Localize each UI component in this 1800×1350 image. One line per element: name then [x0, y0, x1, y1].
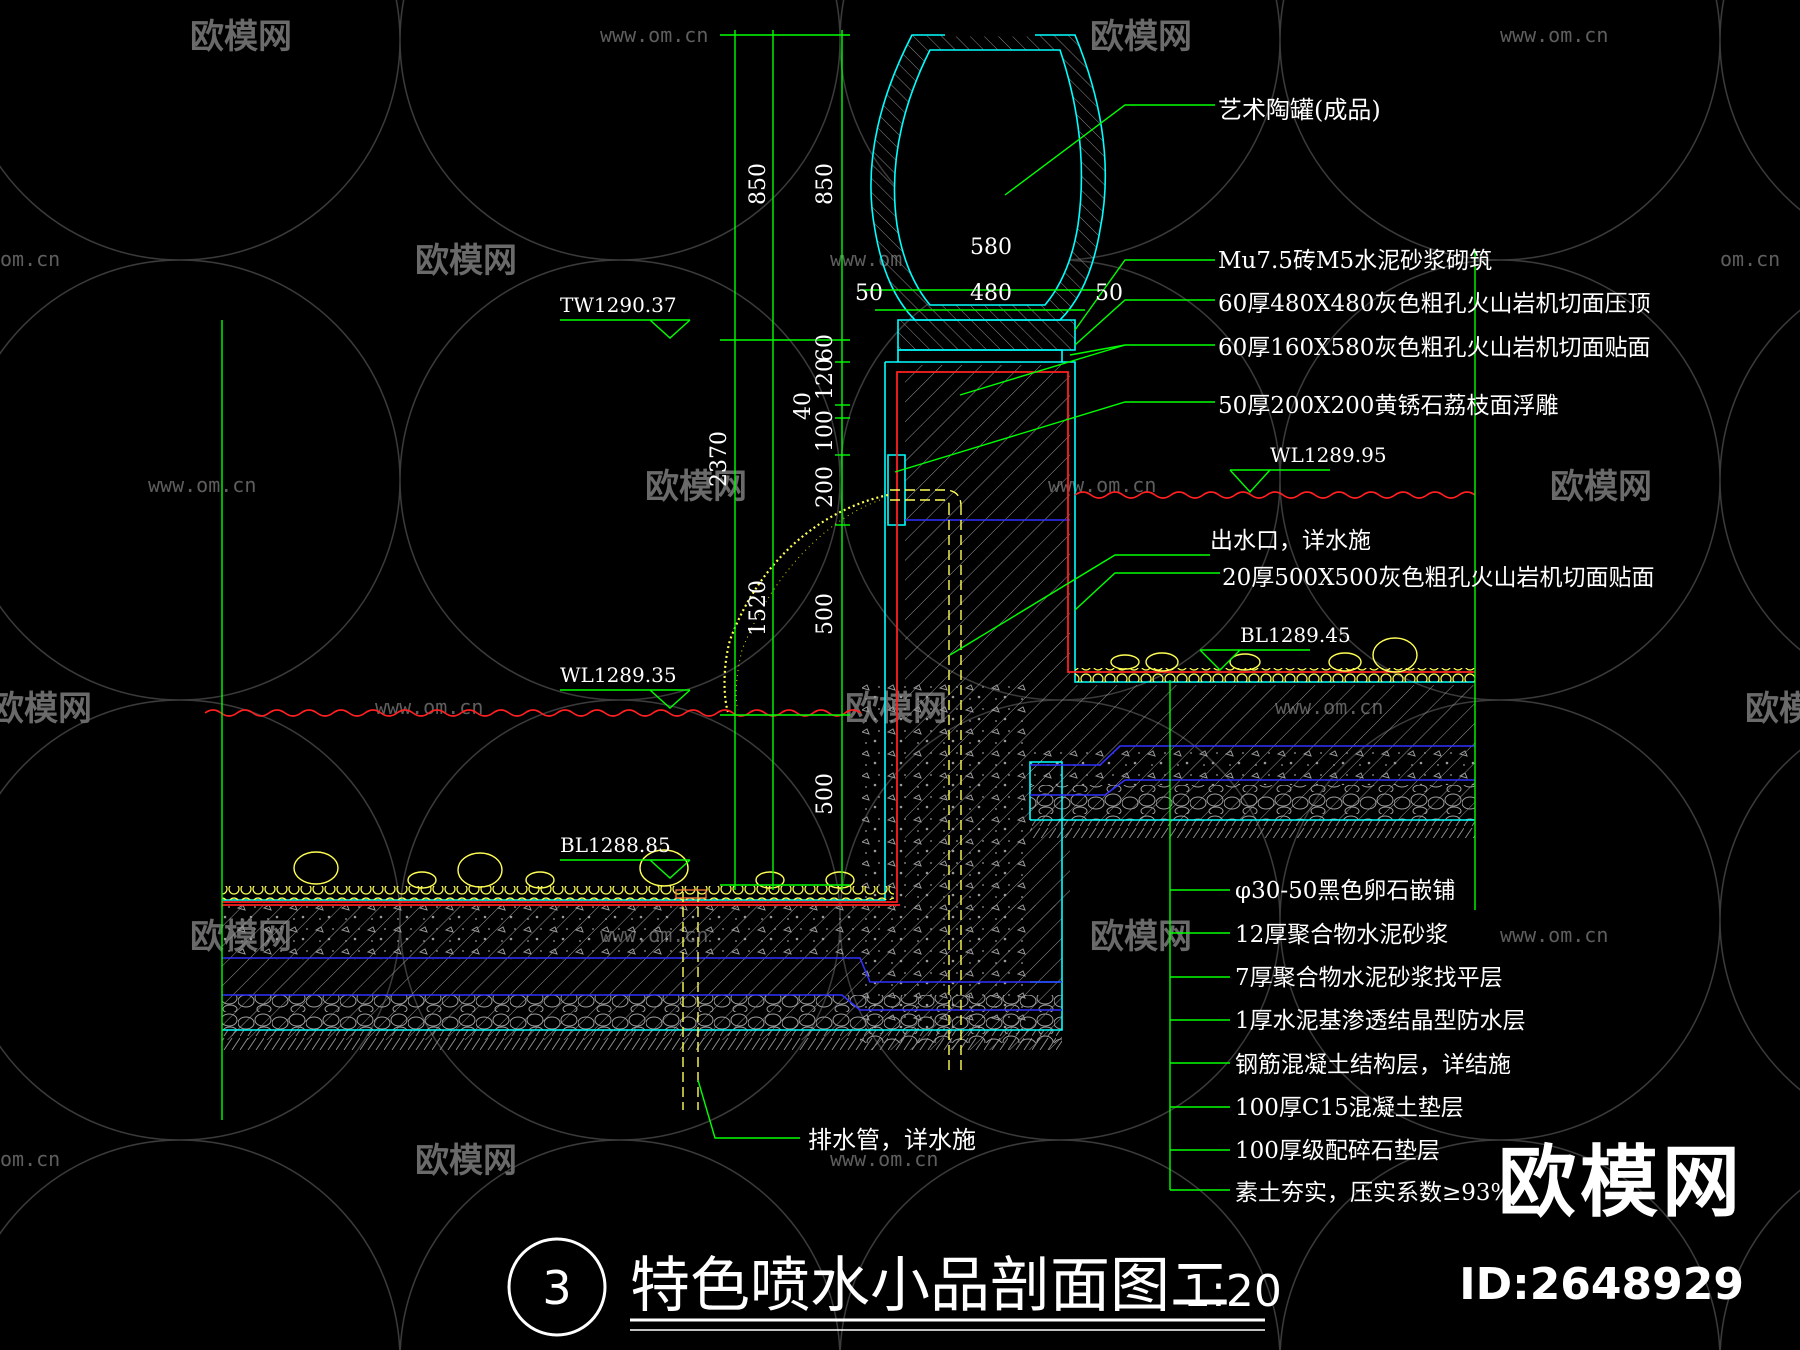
drawing-number: 3	[542, 1261, 571, 1315]
callout-brick: Mu7.5砖M5水泥砂浆砌筑	[1218, 248, 1492, 274]
upper-basin-concrete	[1030, 745, 1475, 785]
dimension-lines	[221, 30, 1476, 1191]
callout-jar: 艺术陶罐(成品)	[1218, 96, 1381, 124]
layer-item: φ30-50黑色卵石嵌铺	[1235, 878, 1455, 904]
dim-580: 580	[970, 235, 1012, 260]
elev-wl-high: WL1289.95	[1270, 443, 1387, 467]
watermark-url: www.om.cn	[830, 1147, 938, 1171]
callout-face-top: 60厚160X580灰色粗孔火山岩机切面贴面	[1218, 335, 1650, 361]
watermark-brand: 欧模网	[415, 241, 517, 281]
callout-outlet: 出水口，详水施	[1210, 528, 1371, 554]
watermark-brand: 欧模网	[645, 467, 747, 507]
section-structure	[204, 33, 1476, 1110]
watermark-brand: 欧模网	[1745, 689, 1800, 729]
dim-50-right: 50	[1095, 281, 1123, 306]
layer-item: 素土夯实，压实系数≥93%	[1235, 1180, 1512, 1206]
pebble-row-lower	[222, 886, 894, 900]
watermark-url: www.om.cn	[1500, 23, 1608, 47]
dim-500-lower: 500	[813, 773, 838, 815]
pebble-row-upper	[1075, 668, 1475, 682]
dim-500-upper: 500	[813, 593, 838, 635]
dim-120: 120	[813, 358, 838, 400]
watermark-brand: 欧模网	[415, 1141, 517, 1181]
watermark-url: om.cn	[0, 1147, 60, 1171]
dim-60: 60	[813, 334, 838, 362]
layer-item: 12厚聚合物水泥砂浆	[1235, 922, 1448, 948]
callout-drain: 排水管，详水施	[808, 1126, 976, 1154]
callout-face-wall: 20厚500X500灰色粗孔火山岩机切面贴面	[1222, 565, 1654, 591]
lower-basin-concrete	[222, 905, 862, 960]
lower-basin-gravel	[222, 995, 860, 1030]
drawing-number-circle	[507, 1237, 607, 1337]
title-block: 3 特色喷水小品剖面图二 1:20	[507, 1237, 1282, 1337]
watermark-url: www.om.cn	[148, 473, 256, 497]
watermark-brand: 欧模网	[190, 17, 292, 57]
dim-200: 200	[813, 466, 838, 508]
upper-basin-gravel	[1030, 785, 1475, 820]
watermark-url: www.om.cn	[1500, 923, 1608, 947]
layer-item: 7厚聚合物水泥砂浆找平层	[1235, 965, 1503, 991]
elev-tw: TW1290.37	[560, 293, 677, 317]
dim-480: 480	[970, 281, 1012, 306]
dim-100: 100	[813, 410, 838, 452]
dim-lower-height: 1520	[746, 580, 771, 636]
drawing-scale: 1:20	[1183, 1266, 1282, 1317]
drain-pipe	[682, 892, 699, 1110]
watermark-brand: 欧模网	[1090, 17, 1192, 57]
dimension-texts: 850 850 2370 1520 60 120 40 100 200 500 …	[707, 163, 1123, 815]
dim-40: 40	[791, 392, 816, 420]
watermark-url: om.cn	[1720, 247, 1780, 271]
watermark-brand: 欧模网	[0, 689, 92, 729]
drawing-title: 特色喷水小品剖面图二	[630, 1251, 1230, 1321]
callout-cap: 60厚480X480灰色粗孔火山岩机切面压顶	[1218, 291, 1650, 317]
callout-relief: 50厚200X200黄锈石荔枝面浮雕	[1218, 393, 1558, 419]
elev-wl-low: WL1289.35	[560, 663, 677, 687]
dim-50-left: 50	[855, 281, 883, 306]
upper-basin-soil	[1030, 820, 1475, 838]
brand-logo-text: 欧模网	[1497, 1138, 1744, 1228]
layer-item: 100厚C15混凝土垫层	[1235, 1095, 1464, 1121]
water-spray	[723, 493, 889, 713]
layer-item: 1厚水泥基渗透结晶型防水层	[1235, 1008, 1526, 1034]
callout-labels: 艺术陶罐(成品) Mu7.5砖M5水泥砂浆砌筑 60厚480X480灰色粗孔火山…	[808, 96, 1654, 1154]
elev-bl-high: BL1289.45	[1240, 623, 1351, 647]
dim-total-height: 2370	[707, 431, 732, 487]
layer-item: 100厚级配碎石垫层	[1235, 1138, 1440, 1164]
layer-list: φ30-50黑色卵石嵌铺 12厚聚合物水泥砂浆 7厚聚合物水泥砂浆找平层 1厚水…	[1235, 878, 1526, 1206]
elevation-labels: TW1290.37 WL1289.95 BL1289.45 WL1289.35 …	[560, 293, 1387, 857]
layer-item: 钢筋混凝土结构层，详结施	[1235, 1052, 1511, 1078]
dim-jar-height: 850	[746, 163, 771, 205]
watermark-brand: 欧模网	[1090, 917, 1192, 957]
lower-basin-soil	[222, 1030, 1062, 1052]
dim-jar-height-2: 850	[813, 163, 838, 205]
water-surface-upper	[1074, 491, 1476, 499]
art-jar	[870, 33, 1107, 351]
water-surface-lower	[204, 709, 862, 717]
brand-id: ID:2648929	[1459, 1259, 1744, 1310]
elev-bl-low: BL1288.85	[560, 833, 671, 857]
supply-pipe	[948, 505, 962, 1075]
watermark-url: www.om.cn	[600, 23, 708, 47]
watermark-brand: 欧模网	[1550, 467, 1652, 507]
watermark-url: om.cn	[0, 247, 60, 271]
large-pebbles	[293, 637, 1418, 889]
